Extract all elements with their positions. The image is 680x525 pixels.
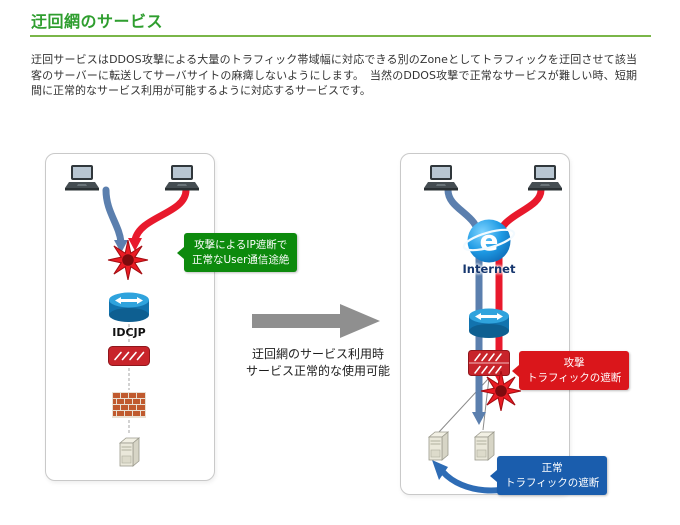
before-diagram-panel: IDCJP <box>45 153 215 481</box>
transition-caption: 迂回網のサービス利用時 サービス正常的な使用可能 <box>238 346 398 380</box>
ie-letter: e <box>480 224 499 257</box>
laptop-icon <box>64 164 100 196</box>
attack-block-callout: 攻撃 トラフィックの遮断 <box>511 351 630 390</box>
callout-text-line: トラフィックの遮断 <box>527 371 622 384</box>
router-icon <box>106 290 152 328</box>
attack-burst-icon <box>480 370 522 416</box>
service-description: 迂回サービスはDDOS攻撃による大量のトラフィック帯域幅に対応できる別のZone… <box>31 53 637 97</box>
callout-text-line: 正常なUser通信途絶 <box>192 253 290 266</box>
switch-icon <box>468 350 510 380</box>
page-title: 迂回網のサービス <box>31 12 164 31</box>
server-icon <box>426 430 450 466</box>
server-icon <box>472 430 496 466</box>
title-divider <box>30 35 651 37</box>
firewall-icon <box>112 392 146 422</box>
caption-line: サービス正常的な使用可能 <box>245 364 390 378</box>
after-diagram-panel: e Internet <box>400 153 570 495</box>
attack-burst-icon <box>107 239 149 285</box>
internet-explorer-icon: e <box>461 214 517 272</box>
router-icon <box>466 306 512 344</box>
callout-text-line: トラフィックの遮断 <box>505 476 600 489</box>
before-traffic-arrows <box>102 186 190 435</box>
internet-label: Internet <box>462 262 516 276</box>
laptop-icon <box>527 164 563 196</box>
callout-text-line: 正常 <box>541 462 563 474</box>
router-label: IDCJP <box>112 326 146 339</box>
caption-line: 迂回網のサービス利用時 <box>251 347 384 361</box>
laptop-icon <box>164 164 200 196</box>
server-icon <box>117 436 141 472</box>
callout-text-line: 攻撃によるIP遮断で <box>194 239 288 251</box>
switch-icon <box>108 346 150 370</box>
callout-text-line: 攻撃 <box>563 357 585 369</box>
transition-arrow <box>252 304 380 338</box>
ip-block-callout: 攻撃によるIP遮断で 正常なUser通信途絶 <box>176 233 298 272</box>
normal-traffic-callout: 正常 トラフィックの遮断 <box>489 456 608 495</box>
laptop-icon <box>423 164 459 196</box>
